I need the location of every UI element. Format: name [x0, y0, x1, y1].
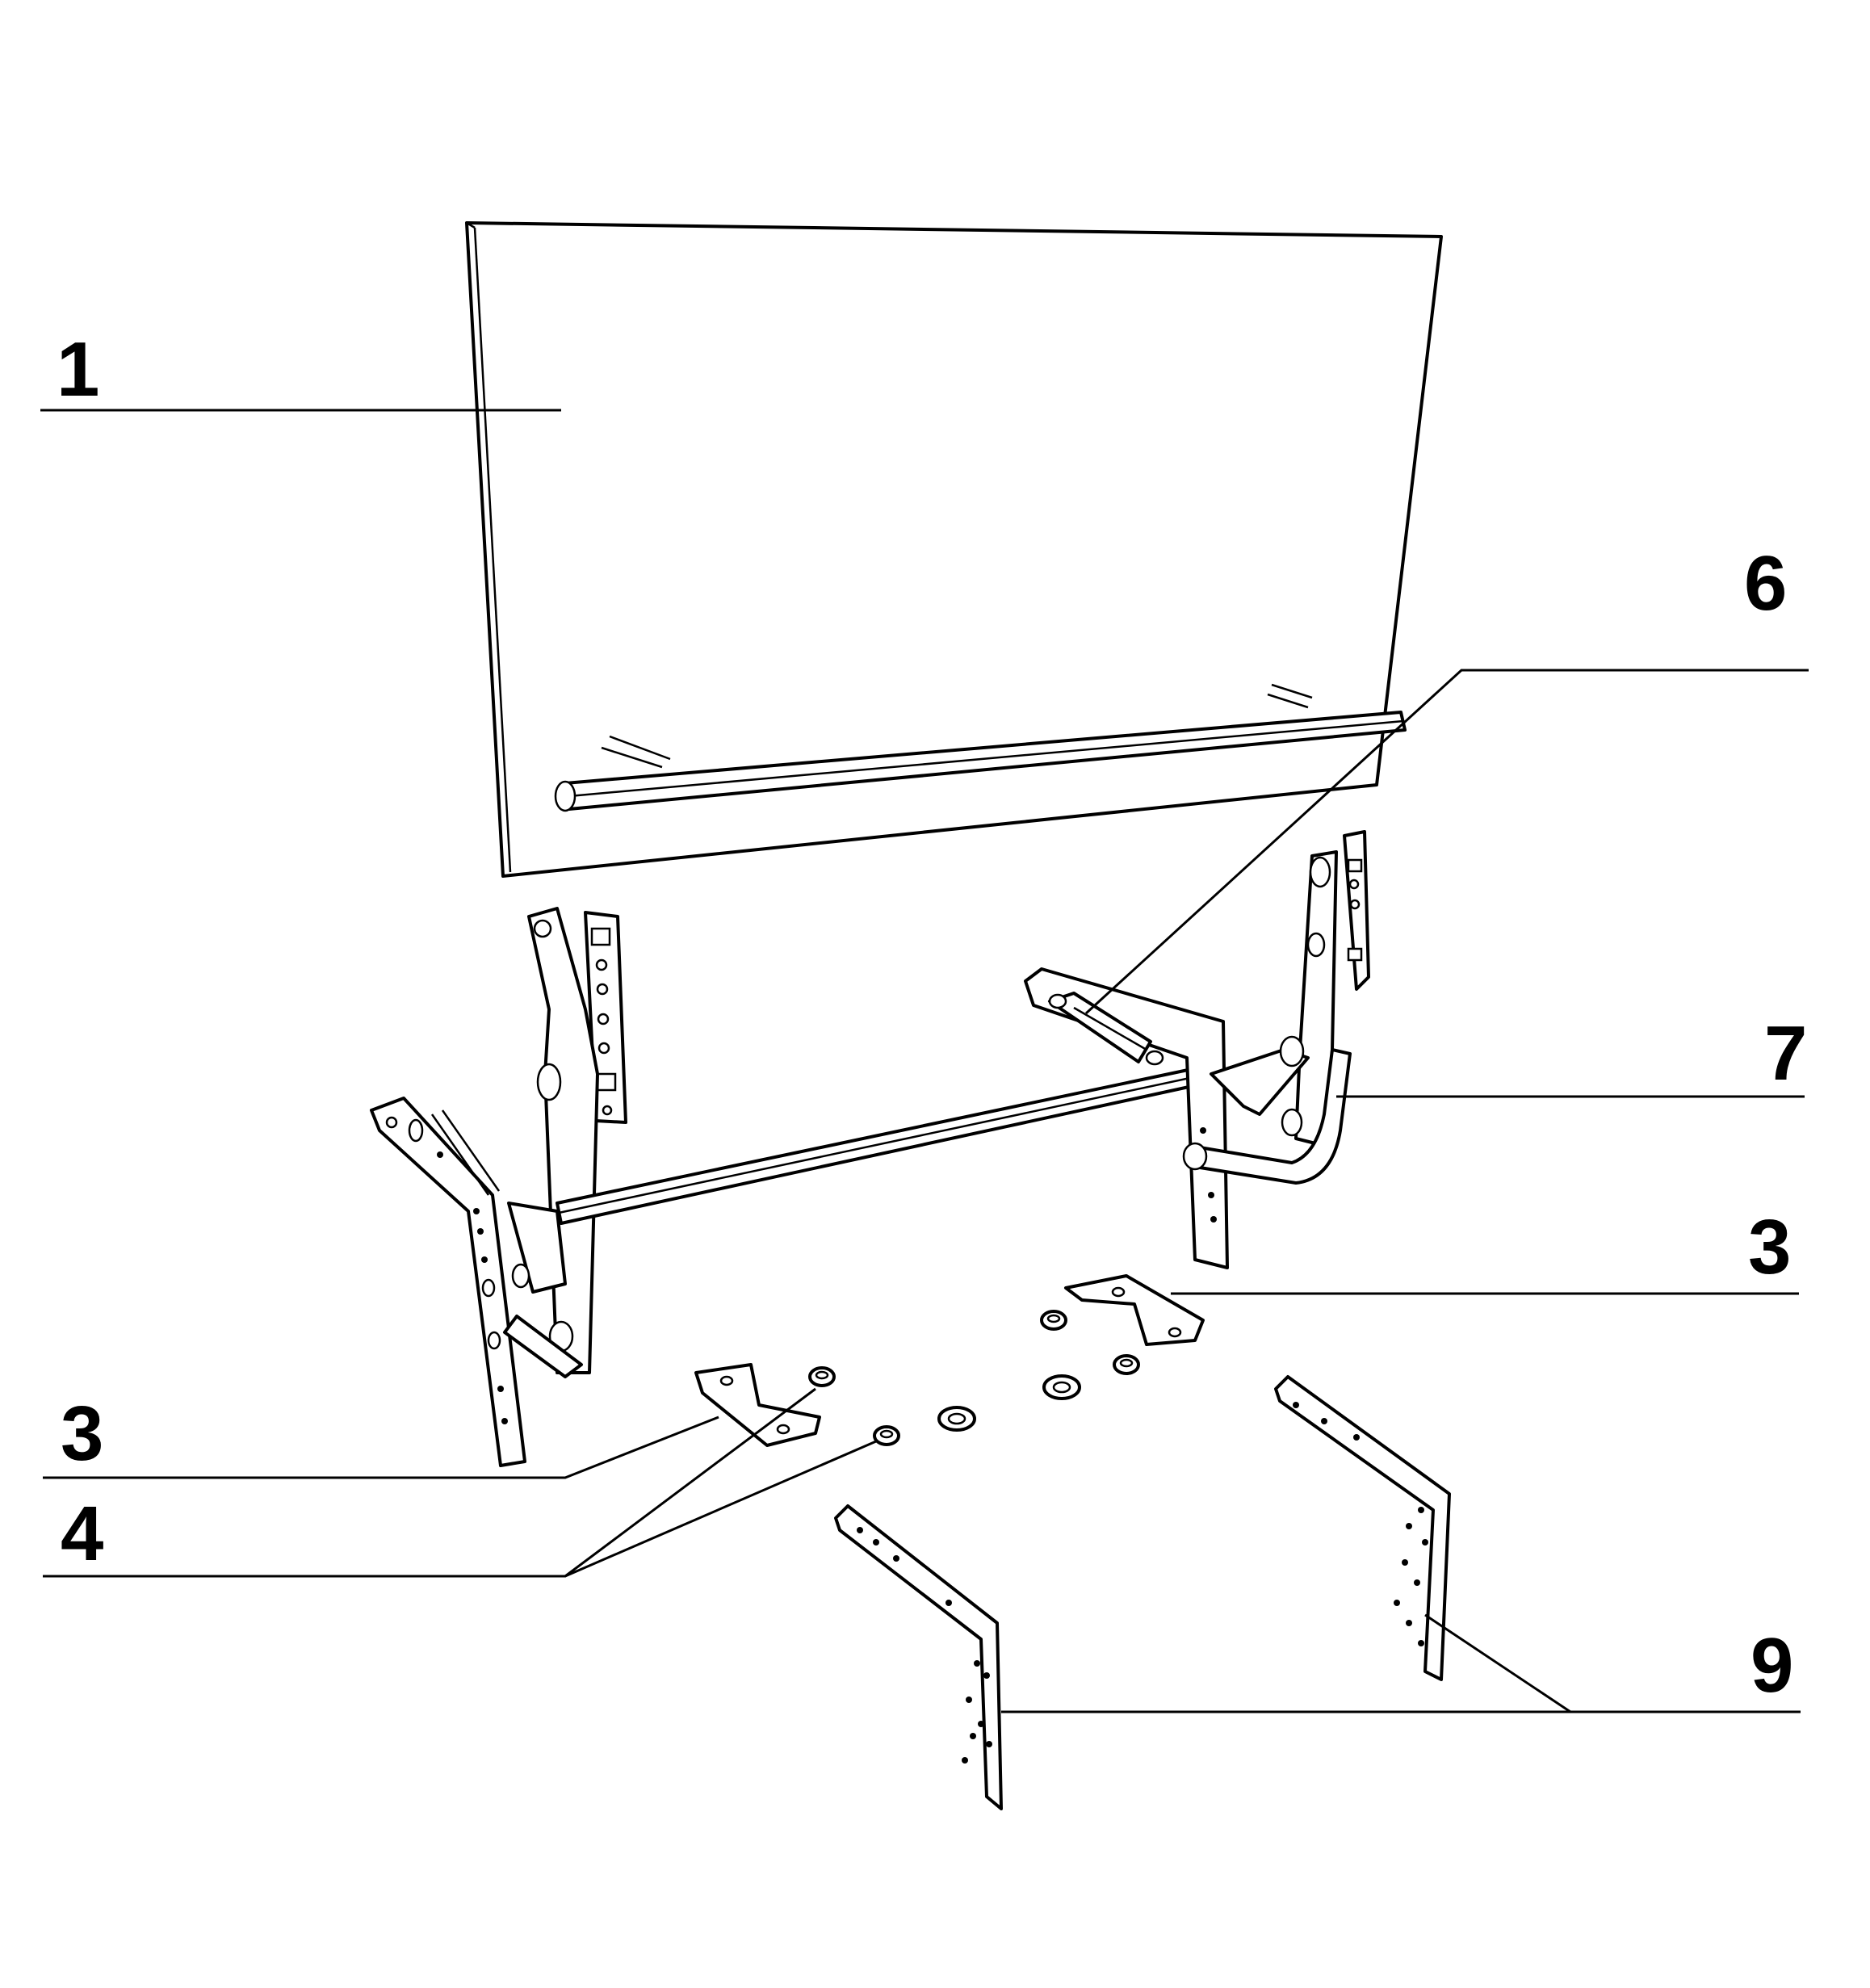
left-gas-spring: [430, 1109, 583, 1378]
callout-7: 7: [1764, 1010, 1807, 1097]
gas-strut-part: [1024, 967, 1229, 1269]
plate-left: [694, 1363, 821, 1447]
rail-bar: [554, 683, 1407, 812]
torsion-bar: [556, 1064, 1213, 1225]
panel-part: [465, 221, 1443, 878]
left-mounting-plate: [370, 1097, 526, 1467]
fasteners: [808, 1310, 1140, 1446]
plate-right: [1064, 1274, 1205, 1346]
callout-6: 6: [1744, 540, 1787, 627]
callout-1: 1: [57, 326, 99, 413]
leader-lines: [40, 409, 1809, 1713]
callout-9: 9: [1751, 1622, 1793, 1709]
callout-3-right: 3: [1748, 1204, 1791, 1290]
left-lever-arm: [527, 907, 599, 1374]
corner-bracket-right: [1274, 1375, 1451, 1681]
callout-4: 4: [61, 1491, 103, 1577]
corner-bracket-left: [834, 1504, 1003, 1810]
callout-3-left: 3: [61, 1390, 103, 1477]
right-hinge-part: [1182, 830, 1370, 1185]
